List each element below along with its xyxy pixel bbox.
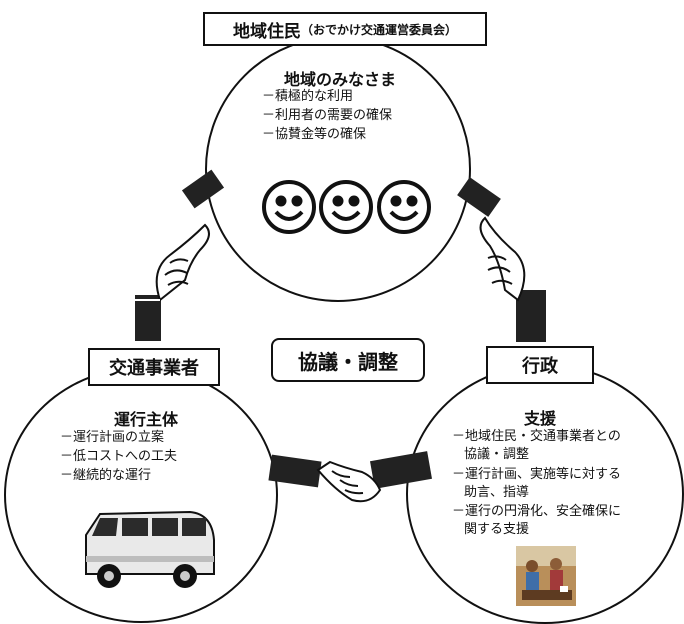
government-item: －運行の円滑化、安全確保に 関する支援	[452, 503, 621, 539]
smiley-face-icon	[319, 180, 373, 234]
smiley-face-icon	[377, 180, 431, 234]
government-item-line: －地域住民・交通事業者との	[452, 429, 621, 444]
operator-item: －運行計画の立案	[60, 430, 165, 445]
government-heading: 支援	[523, 409, 556, 428]
government-item-line: 協議・調整	[464, 447, 530, 462]
government-item-line: －運行の円滑化、安全確保に	[452, 504, 622, 519]
meeting-people-icon	[516, 546, 576, 606]
operator-item: －低コストへの工夫	[60, 449, 178, 464]
operator-label-box: 交通事業者	[88, 348, 220, 386]
operator-item: －継続的な運行	[60, 468, 152, 483]
operator-circle	[4, 367, 278, 623]
government-label-box: 行政	[486, 346, 594, 384]
residents-item: －利用者の需要の確保	[262, 108, 393, 123]
operator-heading: 運行主体	[113, 410, 178, 429]
smiley-face-icon	[262, 180, 316, 234]
van-icon	[85, 510, 215, 588]
residents-title: 地域住民	[232, 21, 301, 42]
residents-heading: 地域のみなさま	[283, 70, 396, 89]
consultation-label-box: 協議・調整	[271, 338, 425, 382]
residents-item: －積極的な利用	[262, 89, 354, 104]
residents-item: －協賛金等の確保	[262, 127, 367, 142]
residents-subtitle: （おでかけ交通運営委員会）	[300, 22, 457, 37]
government-item-line: 助言、指導	[464, 485, 530, 500]
government-item: －地域住民・交通事業者との 協議・調整	[452, 428, 621, 464]
operator-label: 交通事業者	[109, 358, 199, 379]
government-item: －運行計画、実施等に対する 助言、指導	[452, 466, 621, 502]
handshake-icon	[457, 177, 546, 342]
handshake-icon	[268, 451, 432, 503]
consultation-label: 協議・調整	[298, 349, 398, 374]
residents-label-box: 地域住民 （おでかけ交通運営委員会）	[203, 12, 487, 46]
government-item-line: 関する支援	[464, 522, 530, 537]
handshake-icon	[135, 169, 225, 341]
residents-circle	[205, 36, 471, 302]
government-label: 行政	[522, 356, 558, 377]
government-item-line: －運行計画、実施等に対する	[452, 467, 622, 482]
